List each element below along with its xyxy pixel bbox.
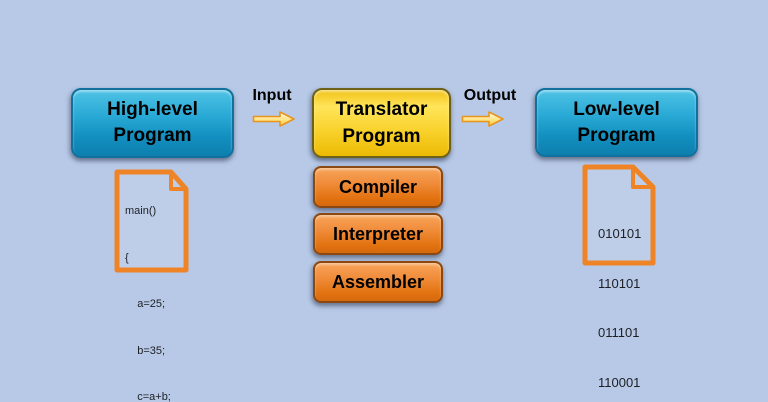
- high-level-program-box: High-level Program: [71, 88, 234, 158]
- assembler-label: Assembler: [331, 271, 425, 292]
- source-code-line: {: [125, 251, 129, 264]
- high-level-program-label: High-level Program: [107, 99, 198, 146]
- interpreter-box: Interpreter: [313, 213, 443, 255]
- source-code-text: main() { a=25; b=35; c=a+b; }: [125, 173, 171, 402]
- binary-code-line: 010101: [598, 226, 642, 241]
- binary-code-text: 010101 110101 011101 110001: [598, 193, 641, 402]
- translator-program-box: Translator Program: [312, 88, 451, 158]
- assembler-box: Assembler: [313, 261, 443, 303]
- source-code-line: c=a+b;: [125, 391, 171, 402]
- translator-program-label: Translator Program: [335, 99, 428, 147]
- binary-code-line: 110101: [598, 275, 641, 291]
- document-outline-icon: [582, 164, 656, 266]
- source-code-line: a=25;: [125, 298, 166, 310]
- interpreter-label: Interpreter: [332, 223, 424, 244]
- source-code-document-icon: main() { a=25; b=35; c=a+b; }: [114, 169, 189, 402]
- output-label: Output: [463, 87, 517, 104]
- document-outline-icon: [114, 169, 189, 273]
- binary-code-document-icon: 010101 110101 011101 110001: [582, 164, 656, 390]
- input-label: Input: [252, 87, 292, 104]
- binary-code-line: 110001: [598, 374, 641, 390]
- source-code-line: main(): [125, 205, 157, 217]
- compiler-box: Compiler: [313, 166, 443, 208]
- source-code-line: b=35;: [125, 344, 166, 357]
- binary-code-line: 011101: [598, 325, 640, 340]
- low-level-program-label: Low-level Program: [573, 98, 660, 146]
- input-arrow-icon: [252, 111, 295, 127]
- output-arrow-icon: [461, 111, 504, 127]
- low-level-program-box: Low-level Program: [535, 88, 698, 157]
- compiler-label: Compiler: [338, 176, 417, 197]
